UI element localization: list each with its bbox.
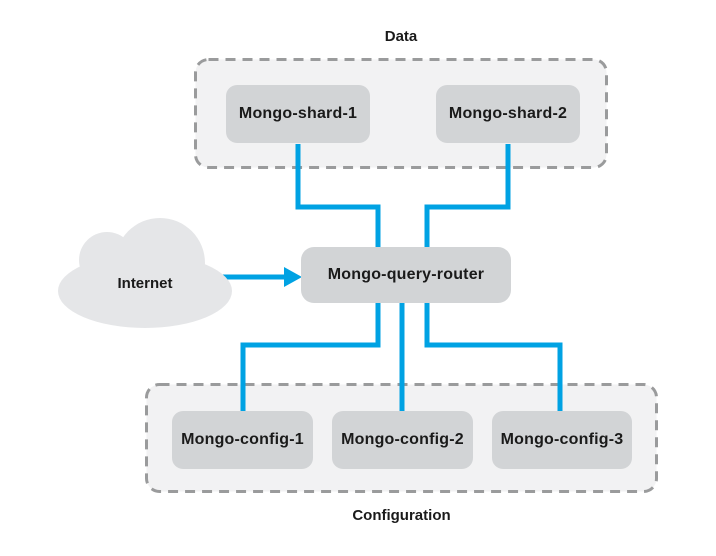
- internet-cloud-icon: [58, 218, 232, 328]
- node-mongo-shard-1: Mongo-shard-1: [226, 85, 370, 143]
- node-mongo-shard-2: Mongo-shard-2: [436, 85, 580, 143]
- configuration-group-label: Configuration: [352, 507, 451, 524]
- internet-to-router-arrow-head: [284, 267, 302, 287]
- internet-label: Internet: [117, 274, 173, 292]
- node-mongo-config-2: Mongo-config-2: [332, 411, 473, 469]
- connector-shard1-to-router: [295, 144, 381, 250]
- connector-router-to-config3: [424, 300, 563, 413]
- data-group-label: Data: [384, 28, 418, 45]
- node-mongo-query-router: Mongo-query-router: [301, 247, 511, 303]
- connector-router-to-config1: [240, 300, 381, 413]
- node-mongo-config-3: Mongo-config-3: [492, 411, 632, 469]
- connector-shard2-to-router: [424, 144, 511, 250]
- node-mongo-config-1: Mongo-config-1: [172, 411, 313, 469]
- cloud-base: [58, 254, 232, 328]
